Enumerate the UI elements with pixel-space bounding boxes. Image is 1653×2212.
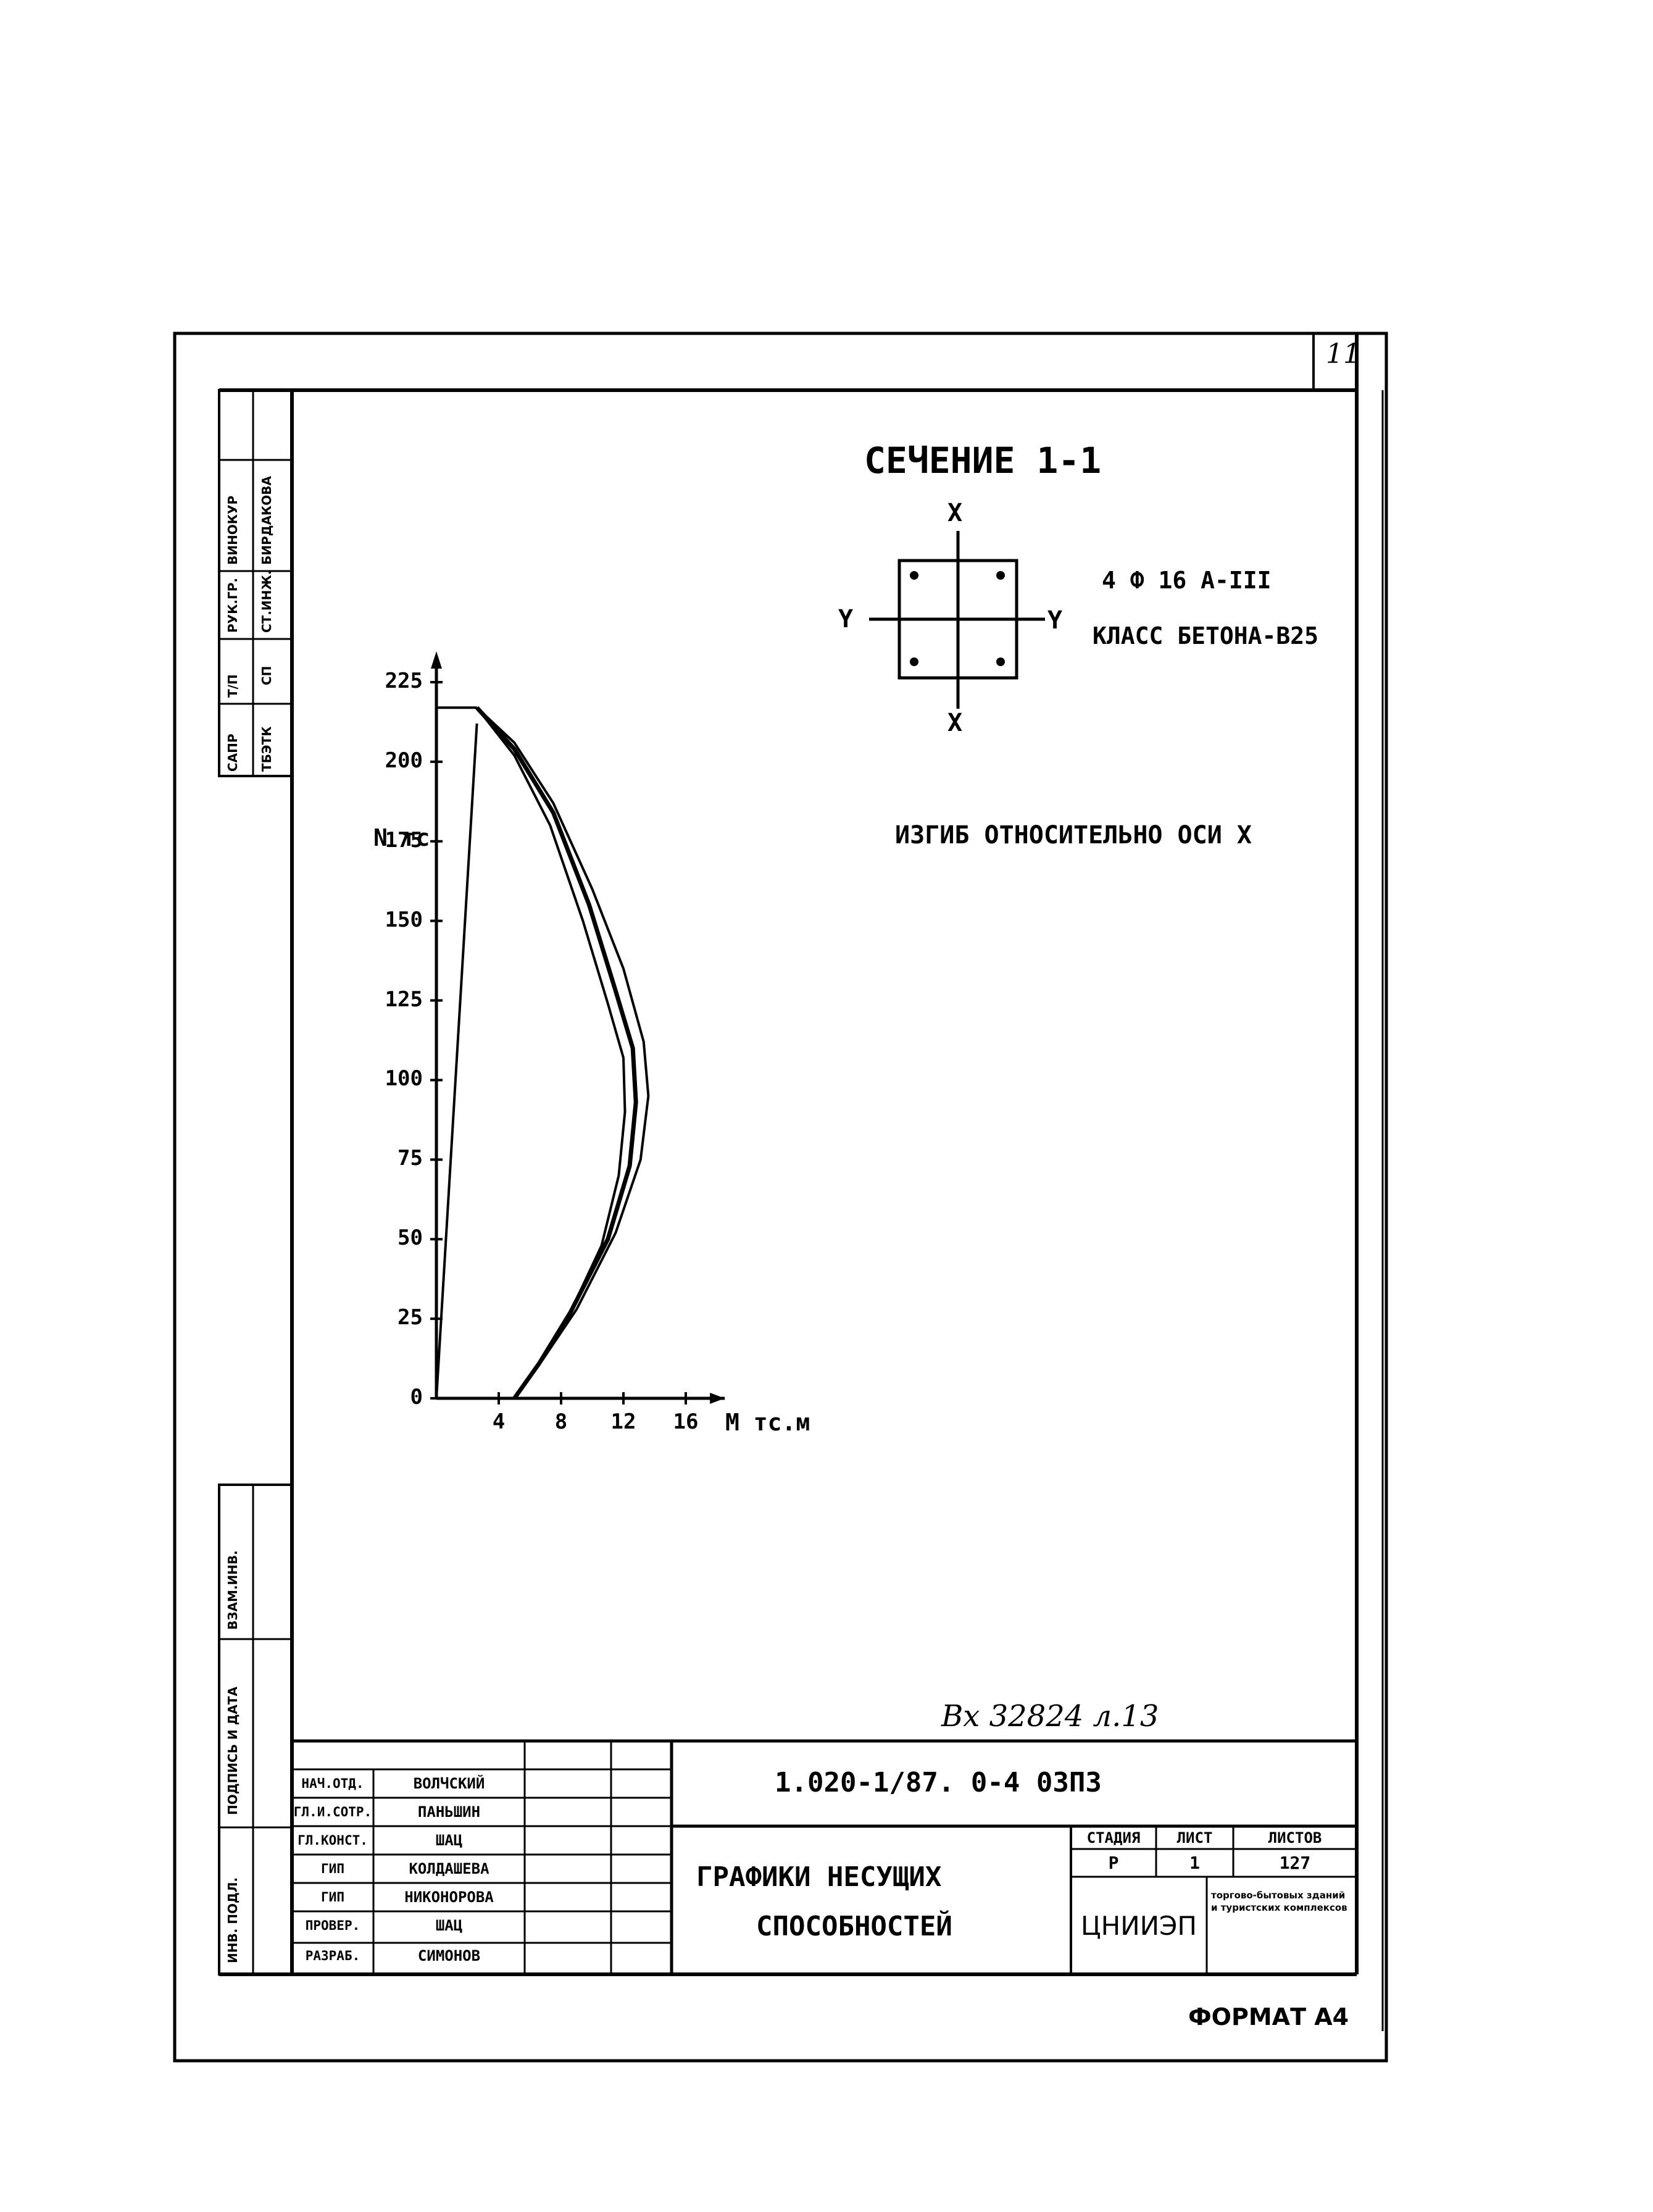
x-axis-arrow [710,1393,725,1404]
y-tick-label: 175 [385,827,423,853]
axis-x-top-label: X [947,499,963,527]
reinforcement-label: 4 Ф 16 А-III [1102,567,1272,594]
format-label: ФОРМАТ А4 [1188,2003,1349,2030]
margin-label-vzam-inv: ВЗАМ.ИНВ. [225,1550,240,1630]
x-tick-label: 16 [673,1409,699,1434]
x-tick-label: 8 [554,1409,568,1434]
margin-value-stinzh: СТ.ИНЖ. [259,570,274,633]
signer-name: ШАЦ [435,1832,463,1849]
signer-role: ГИП [321,1890,344,1905]
y-axis-arrow [431,651,442,669]
y-tick-label: 225 [385,669,423,693]
signer-role: НАЧ.ОТД. [301,1776,364,1791]
signer-name: НИКОНОРОВА [404,1889,494,1906]
margin-label-rukgr: РУК.ГР. [225,577,240,633]
rebar-dot [910,571,918,580]
x-tick-label: 4 [492,1409,506,1434]
section-title: СЕЧЕНИЕ 1-1 [864,440,1102,482]
stage-value: Р [1108,1853,1119,1873]
y-tick-label: 200 [385,748,423,773]
sheet-value: 1 [1189,1853,1200,1873]
y-tick-label: 0 [410,1385,423,1409]
margin-value-birdakova: БИРДАКОВА [259,475,274,565]
rebar-dot [910,657,918,666]
signer-role: ПРОВЕР. [305,1918,360,1933]
signer-role: РАЗРАБ. [305,1948,360,1963]
chart-caption: ИЗГИБ ОТНОСИТЕЛЬНО ОСИ X [895,821,1252,849]
signer-name: ВОЛЧСКИЙ [413,1775,485,1792]
page-number: 11 [1326,338,1360,370]
y-tick-label: 125 [385,987,423,1012]
margin-label-signature-date: ПОДПИСЬ И ДАТА [225,1686,240,1815]
signer-name: ШАЦ [435,1917,463,1934]
margin-value-sp: СП [259,666,274,685]
axis-y-right-label: Y [1047,606,1063,635]
x-axis-label: М тс.м [725,1409,810,1436]
axis-x-bottom-label: X [947,709,963,737]
sheets-value: 127 [1279,1853,1311,1873]
concrete-class-label: КЛАСС БЕТОНА-В25 [1093,622,1319,649]
y-axis-label: N тс [373,824,430,851]
stage-header: СТАДИЯ [1086,1829,1141,1847]
margin-label-inv-podl: ИНВ. ПОДЛ. [225,1877,240,1963]
margin-value-tbetk: ТБЭТК [259,726,274,772]
rebar-dot [996,571,1005,580]
y-tick-label: 25 [398,1305,423,1330]
sheet-header: ЛИСТ [1176,1829,1213,1847]
axis-y-left-label: Y [838,605,854,633]
series-line [476,706,627,1400]
series-line [435,723,478,1399]
signer-name: ПАНЬШИН [417,1803,481,1821]
x-tick-label: 12 [610,1409,636,1434]
signer-name: КОЛДАШЕВА [409,1860,489,1877]
margin-label-vinokur: ВИНОКУР [225,495,240,565]
y-tick-label: 75 [398,1146,423,1171]
drawing-title-line2: СПОСОБНОСТЕЙ [756,1911,952,1942]
series-line [476,706,650,1400]
margin-label-sapr: САПР [225,733,240,772]
y-tick-label: 50 [398,1225,423,1251]
signer-role: ГИП [321,1861,344,1876]
drawing-title-line1: ГРАФИКИ НЕСУЩИХ [696,1861,942,1893]
sheets-header: ЛИСТОВ [1268,1829,1322,1847]
signer-role: ГЛ.И.СОТР. [293,1805,372,1819]
signer-name: СИМОНОВ [417,1947,481,1964]
document-code: 1.020-1/87. 0-4 03П3 [775,1767,1102,1798]
archive-note: Вх 32824 л.13 [941,1699,1159,1734]
organization-name: ЦНИИЭП [1081,1910,1197,1941]
margin-label-tp: Т/П [225,674,240,698]
y-tick-label: 100 [385,1066,423,1091]
signer-role: ГЛ.КОНСТ. [298,1833,368,1848]
rebar-dot [996,657,1005,666]
organization-subtitle: торгово-бытовых зданий и туристских комп… [1211,1890,1347,1913]
y-tick-label: 150 [385,907,423,932]
